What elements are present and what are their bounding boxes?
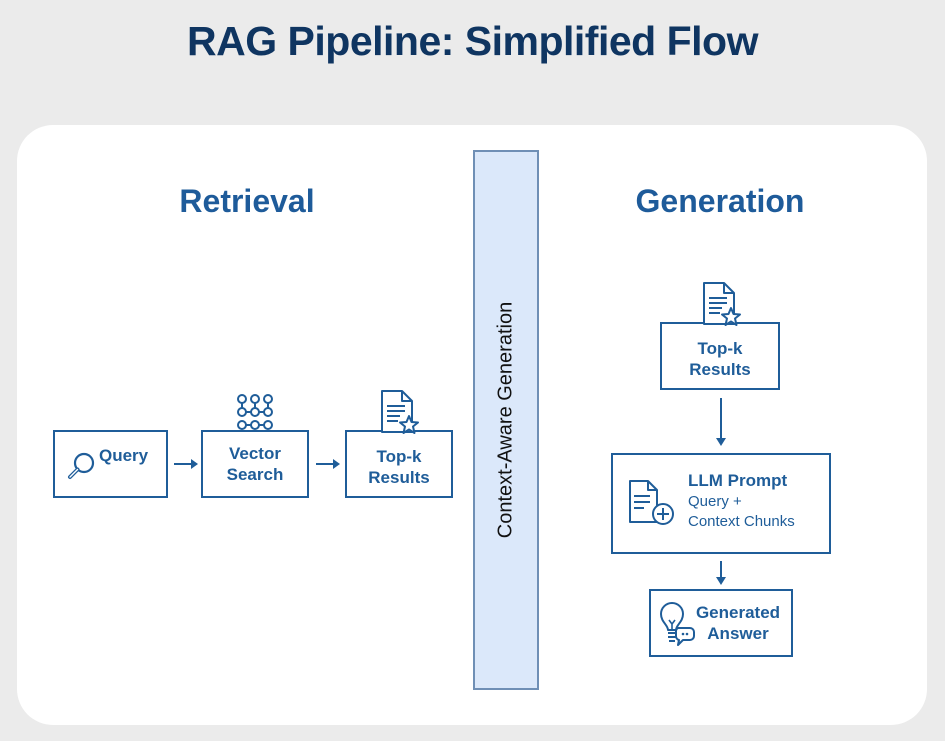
- arrow-down-icon: [716, 561, 726, 585]
- arrow-right-icon: [174, 459, 198, 469]
- vector-search-label-line2: Search: [226, 465, 284, 484]
- vector-grid-icon: [237, 394, 273, 430]
- generation-topk-results-node: Top-k Results: [660, 322, 780, 390]
- gen-topk-label-line1: Top-k: [697, 339, 743, 358]
- arrow-down-icon: [716, 398, 726, 446]
- llm-prompt-heading: LLM Prompt: [688, 471, 788, 490]
- document-star-icon: [381, 390, 419, 434]
- llm-prompt-line1: Query +: [688, 493, 742, 510]
- topk-label-line1: Top-k: [376, 447, 422, 466]
- search-icon: [68, 452, 95, 479]
- topk-results-node: Top-k Results: [345, 430, 453, 498]
- generation-heading: Generation: [635, 183, 805, 219]
- document-star-icon: [703, 282, 741, 326]
- context-aware-generation-band: Context-Aware Generation: [473, 150, 539, 690]
- topk-label-line2: Results: [368, 468, 430, 487]
- llm-prompt-text: LLM Prompt Query + Context Chunks: [688, 470, 795, 532]
- document-add-icon: [629, 480, 674, 525]
- band-label: Context-Aware Generation: [494, 301, 517, 539]
- retrieval-heading: Retrieval: [179, 183, 315, 219]
- arrow-right-icon: [316, 459, 340, 469]
- llm-prompt-line2: Context Chunks: [688, 513, 795, 530]
- query-label: Query: [99, 446, 149, 465]
- query-node: Query: [53, 430, 168, 498]
- lightbulb-chat-icon: [660, 602, 695, 646]
- answer-label-line2: Answer: [707, 624, 769, 643]
- gen-topk-label-line2: Results: [689, 360, 751, 379]
- page-title: RAG Pipeline: Simplified Flow: [187, 18, 758, 64]
- vector-search-label-line1: Vector: [229, 444, 281, 463]
- answer-label-line1: Generated: [695, 603, 781, 622]
- vector-search-node: Vector Search: [201, 430, 309, 498]
